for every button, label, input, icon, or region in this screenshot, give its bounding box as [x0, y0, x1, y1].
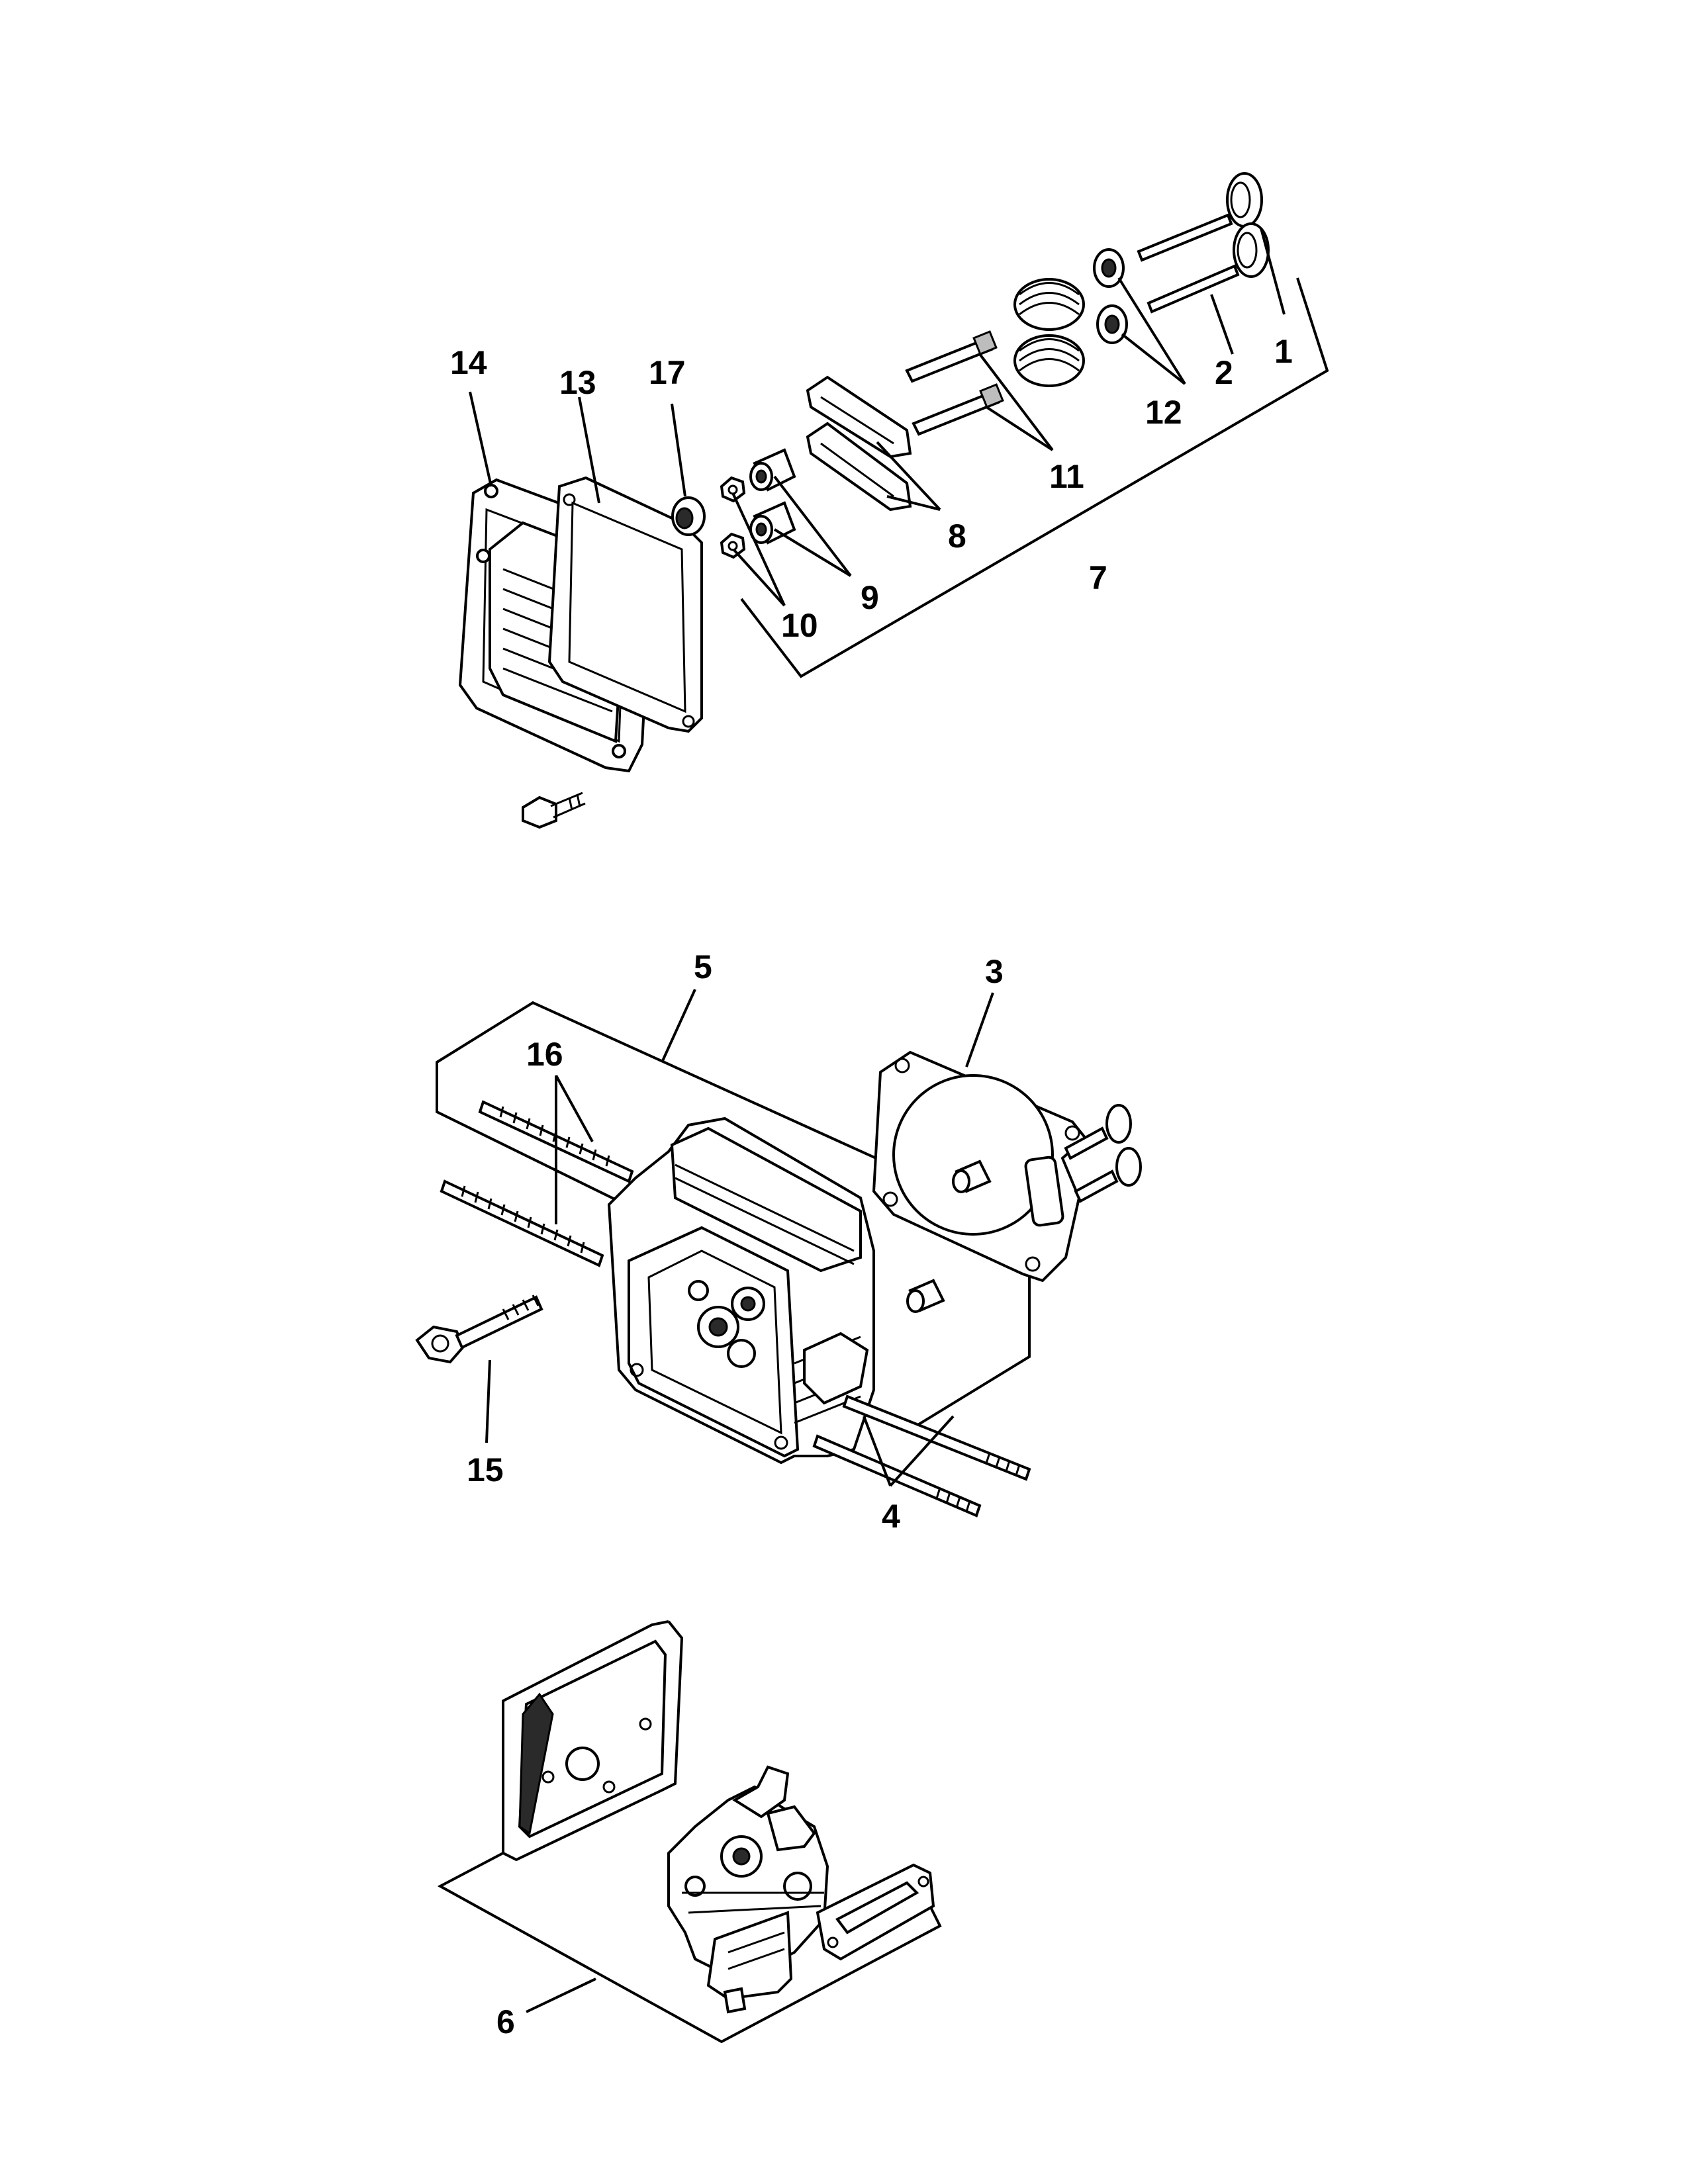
- cylinder-head-part: [607, 1116, 875, 1465]
- callout-9: 9: [861, 579, 879, 616]
- callout-4: 4: [882, 1498, 900, 1535]
- head-bolt-part: [415, 1295, 543, 1364]
- cover-bolt-part: [522, 792, 586, 829]
- rocker-arm-parts: [806, 375, 912, 512]
- callout-15: 15: [467, 1451, 504, 1488]
- callout-13: 13: [559, 364, 596, 401]
- callout-10: 10: [781, 607, 818, 644]
- pivot-parts: [749, 448, 796, 545]
- carburetor-section: 6: [437, 1620, 942, 2044]
- group-bracket-6-base: [437, 1852, 942, 2044]
- valve-train-section: 1 2 12 11 8 7 9 10 17 13 14: [450, 172, 1329, 829]
- leader-lines-top: [469, 228, 1286, 607]
- callout-8: 8: [948, 518, 966, 555]
- leader-lines-middle: [485, 989, 994, 1487]
- callout-16: 16: [526, 1036, 563, 1073]
- callout-14: 14: [450, 344, 487, 381]
- callout-3: 3: [985, 953, 1004, 990]
- callout-1: 1: [1274, 333, 1293, 370]
- callout-11: 11: [1049, 458, 1084, 495]
- callout-6: 6: [496, 2003, 515, 2040]
- push-rod-parts: [905, 330, 1004, 436]
- dowel-pin-part: [906, 1279, 945, 1313]
- stud-parts-16: [440, 1100, 634, 1267]
- cover-gasket-part: [547, 476, 703, 733]
- callout-5: 5: [694, 948, 712, 985]
- callout-7: 7: [1089, 559, 1107, 596]
- cylinder-head-section: 5 3 16 15 4: [415, 948, 1142, 1535]
- callout-12: 12: [1145, 394, 1182, 431]
- callout-17: 17: [649, 354, 686, 391]
- valve-parts: [1137, 172, 1270, 314]
- spring-retainer-parts: [1093, 248, 1128, 344]
- group-bracket-7: [740, 277, 1329, 678]
- carburetor-gasket-part: [816, 1863, 935, 1961]
- stud-parts-4: [812, 1394, 1031, 1518]
- head-gasket-part: [872, 1050, 1088, 1283]
- breather-grommet-part: [671, 496, 706, 536]
- gasket-bolt-parts: [1064, 1104, 1142, 1203]
- valve-spring-parts: [1013, 278, 1085, 387]
- carburetor-part: [667, 1765, 829, 2014]
- leader-line-6: [526, 1978, 596, 2013]
- spacer-plate-part: [518, 1639, 667, 1839]
- nut-parts: [720, 476, 746, 559]
- callout-2: 2: [1215, 354, 1233, 391]
- group-bracket-6: [502, 1620, 684, 1862]
